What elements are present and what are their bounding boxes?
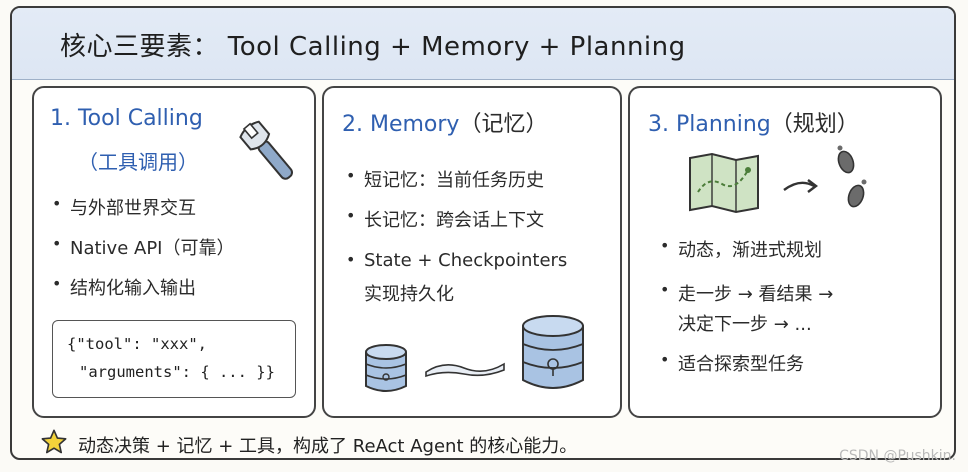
list-item: 适合探索型任务: [660, 350, 804, 376]
list-item: 动态，渐进式规划: [660, 236, 822, 262]
list-item: State + Checkpointers: [346, 250, 567, 271]
footprints-icon: [837, 145, 867, 208]
wrench-icon: [239, 120, 293, 180]
code-line: {"tool": "xxx",: [67, 335, 207, 353]
map-icon: [689, 152, 759, 214]
card-title: 1. Tool Calling: [50, 106, 203, 131]
list-item: 长记忆：跨会话上下文: [346, 206, 544, 232]
database-large-icon: [522, 315, 584, 389]
card-title: 2. Memory（记忆）: [342, 106, 547, 138]
card-tool-calling: 1. Tool Calling （工具调用） 与外部世界交互 Native AP…: [32, 86, 316, 418]
card-title-paren: （记忆）: [459, 112, 548, 137]
card-title: 3. Planning（规划）: [648, 106, 859, 138]
code-line: "arguments": { ... }}: [79, 363, 275, 381]
list-item: 短记忆：当前任务历史: [346, 166, 544, 192]
page-title: 核心三要素： Tool Calling + Memory + Planning: [60, 32, 686, 62]
card-title-text: 2. Memory: [342, 112, 460, 137]
list-item: 走一步 → 看结果 →: [660, 280, 833, 306]
database-small-icon: [365, 344, 407, 392]
card-title-paren: （规划）: [770, 112, 859, 137]
star-icon: [41, 429, 67, 454]
watermark: CSDN @Pushkin.: [839, 448, 956, 464]
card-title-text: 3. Planning: [648, 112, 771, 137]
list-item: 与外部世界交互: [52, 194, 196, 220]
code-example-box: {"tool": "xxx", "arguments": { ... }}: [52, 320, 296, 398]
curved-arrow-icon: [783, 179, 818, 193]
card-subtitle: （工具调用）: [78, 150, 198, 174]
card-planning: 3. Planning（规划） 动态，渐进式规划 走一步 → 看结果 → 决定下…: [628, 86, 942, 418]
list-item: 结构化输入输出: [52, 274, 196, 300]
header-banner: [12, 8, 954, 80]
list-item-continuation: 实现持久化: [364, 284, 454, 305]
card-memory: 2. Memory（记忆） 短记忆：当前任务历史 长记忆：跨会话上下文 Stat…: [322, 86, 622, 418]
list-item-continuation: 决定下一步 → ...: [678, 314, 812, 335]
list-item: Native API（可靠）: [52, 234, 235, 260]
wave-arrow-icon: [425, 362, 505, 378]
footer-summary: 动态决策 + 记忆 + 工具，构成了 ReAct Agent 的核心能力。: [78, 436, 578, 457]
